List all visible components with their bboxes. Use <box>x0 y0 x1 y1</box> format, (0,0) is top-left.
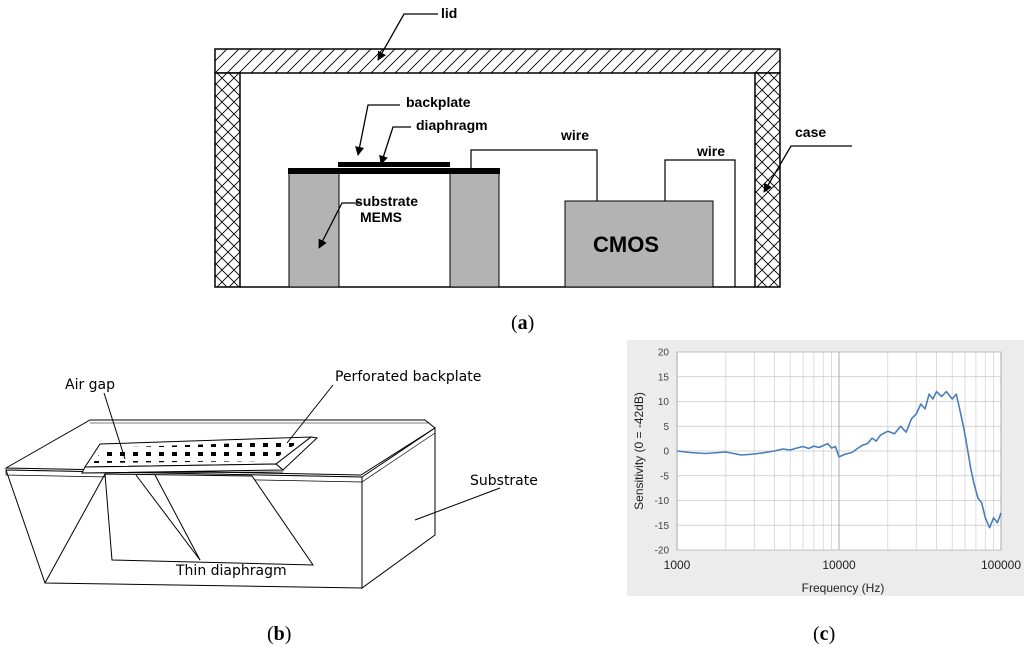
label-mems: MEMS <box>360 209 402 225</box>
label-substrate-b: Substrate <box>470 473 538 489</box>
label-lid: lid <box>441 5 457 21</box>
lid-shape <box>214 48 781 74</box>
y-tick-label: -10 <box>655 496 670 507</box>
y-axis-title: Sensitivity (0 = -42dB) <box>632 392 646 510</box>
thin-diaphragm-shape <box>81 471 284 474</box>
diaphragm-leader-b <box>135 474 201 561</box>
caption-c: (c) <box>813 623 835 645</box>
case-left-wall <box>214 72 241 288</box>
substrate-leader <box>318 202 360 249</box>
backplate-leader <box>355 104 400 156</box>
substrate-side-face <box>361 427 436 589</box>
label-cmos: CMOS <box>593 232 659 257</box>
panel-b-microphone-cross-section: Air gap Perforated backplate Substrate T… <box>4 369 538 589</box>
substrate-cavity <box>104 473 314 566</box>
y-tick-label: 0 <box>663 447 669 458</box>
panel-a-package-diagram: lid backplate diaphragm wire wire case s… <box>214 5 852 288</box>
mems-substrate-left <box>288 172 340 288</box>
case-right-wall <box>754 72 781 288</box>
caption-a: (a) <box>511 312 534 334</box>
y-tick-label: 5 <box>663 422 669 433</box>
diaphragm-leader <box>379 126 411 165</box>
panel-c-sensitivity-chart: 20 15 10 5 0 -5 -10 -15 -20 1000 10000 100000 Freq… <box>627 340 1024 596</box>
sensitivity-line <box>676 390 1002 529</box>
backplate-shape <box>338 162 450 167</box>
y-tick-label: 20 <box>658 348 670 359</box>
wire-2 <box>664 159 736 287</box>
x-tick-labels: 1000 10000 100000 <box>664 558 1022 572</box>
substrate-leader-b <box>414 487 501 521</box>
mems-substrate-right <box>449 172 500 288</box>
label-backplate: backplate <box>406 94 471 110</box>
label-perforated-backplate: Perforated backplate <box>335 369 481 385</box>
chart-grid <box>676 351 1002 551</box>
cmos-chip <box>564 200 714 288</box>
chart-series <box>676 390 1002 529</box>
case-leader <box>763 145 852 193</box>
label-thin-diaphragm: Thin diaphragm <box>175 563 287 579</box>
backplate-leader-b <box>286 384 334 444</box>
label-case: case <box>795 124 826 140</box>
x-axis-title: Frequency (Hz) <box>802 581 885 595</box>
air-gap-leader <box>103 392 126 460</box>
diaphragm-shape <box>288 168 500 174</box>
label-diaphragm: diaphragm <box>416 117 488 133</box>
label-wire-1: wire <box>560 127 589 143</box>
label-wire-2: wire <box>696 143 725 159</box>
y-tick-label: -15 <box>655 521 670 532</box>
y-tick-label: 10 <box>658 397 670 408</box>
caption-b: (b) <box>267 623 291 645</box>
x-tick-label: 100000 <box>981 558 1021 572</box>
wire-1 <box>470 149 598 201</box>
lid-leader <box>377 13 438 61</box>
label-substrate: substrate <box>355 193 418 209</box>
backplate-perforations <box>93 441 300 463</box>
x-tick-label: 10000 <box>822 558 856 572</box>
y-tick-label: 15 <box>658 372 670 383</box>
x-tick-label: 1000 <box>664 558 691 572</box>
y-tick-label: -20 <box>655 546 670 557</box>
y-tick-labels: 20 15 10 5 0 -5 -10 -15 -20 <box>655 348 670 557</box>
label-air-gap: Air gap <box>65 377 115 393</box>
y-tick-label: -5 <box>660 471 669 482</box>
